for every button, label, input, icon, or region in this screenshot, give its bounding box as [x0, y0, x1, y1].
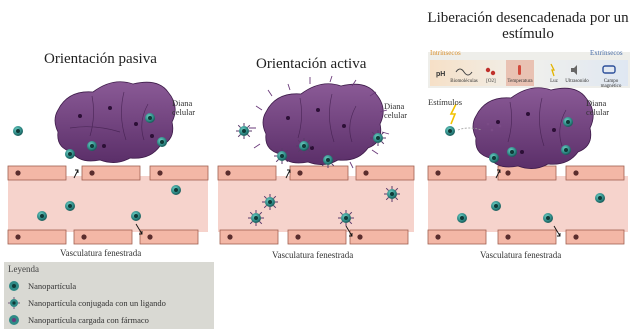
nanoparticle-icon [8, 280, 20, 292]
legend-label: Nanopartícula conjugada con un ligando [28, 298, 166, 308]
legend-label: Nanopartícula cargada con fármaco [28, 315, 149, 325]
stimulus-vessel-bottom [428, 230, 624, 244]
stimuli-label: Estímulos [428, 98, 462, 107]
legend-item-ligand: Nanopartícula conjugada con un ligando [8, 296, 166, 309]
active-vessel-bottom [220, 230, 408, 244]
stimulus-vascular-label: Vasculatura fenestrada [480, 250, 561, 260]
active-vessel-lumen [218, 176, 414, 232]
stimulus-drug-nanoparticle [445, 126, 455, 136]
passive-nanoparticle [13, 126, 23, 136]
legend-label: Nanopartícula [28, 281, 76, 291]
ligand-nanoparticle-icon [8, 297, 20, 309]
stimulus-target-label: Diana celular [586, 99, 620, 117]
legend: Leyenda Nanopartícula Nanopartícula conj… [4, 262, 214, 329]
legend-title: Leyenda [8, 264, 39, 274]
passive-vessel-top [8, 166, 208, 180]
passive-target-label: Diana celular [172, 99, 206, 117]
active-target-label: Diana celular [384, 102, 418, 120]
passive-vascular-label: Vasculatura fenestrada [60, 248, 141, 258]
stimulus-vessel-lumen [428, 176, 628, 232]
legend-item-drug: Nanopartícula cargada con fármaco [8, 313, 149, 326]
lightning-icon [451, 104, 456, 124]
drug-nanoparticle-icon [8, 314, 20, 326]
legend-item-nanoparticle: Nanopartícula [8, 279, 76, 292]
active-ligand-nanoparticle [236, 123, 252, 139]
passive-vessel-bottom [8, 230, 198, 244]
active-vessel-top [218, 166, 414, 180]
passive-vessel-lumen [8, 176, 208, 232]
diagram-canvas [0, 0, 632, 262]
active-vascular-label: Vasculatura fenestrada [272, 250, 353, 260]
